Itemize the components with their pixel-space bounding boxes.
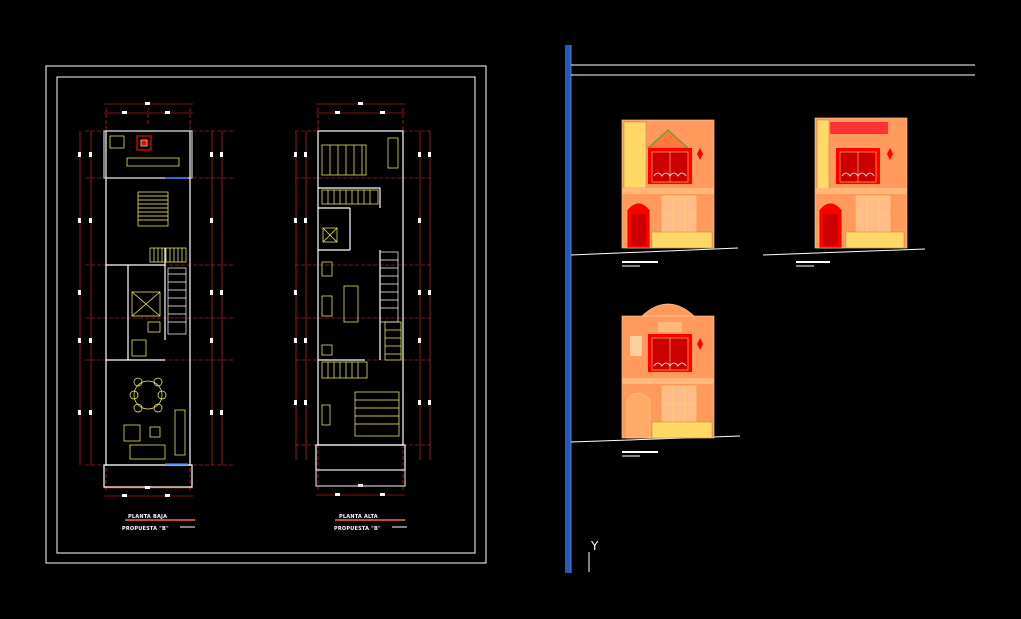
elevation-viewport[interactable]: Y: [565, 45, 975, 573]
sheet-inner-frame: [56, 76, 476, 554]
floor-plan-upper-title: PLANTA ALTA: [339, 514, 378, 520]
floor-plan-ground-subtitle: PROPUESTA "B": [122, 526, 169, 532]
sheet-outer-frame: [45, 65, 487, 564]
ucs-y-axis-label: Y: [590, 539, 599, 553]
ucs-icon: Y: [588, 539, 599, 572]
floor-plan-upper-subtitle: PROPUESTA "B": [334, 526, 381, 532]
facade-elevation-1[interactable]: [570, 119, 739, 267]
floor-plan-ground-title: PLANTA BAJA: [128, 514, 167, 520]
plan-sheet: [45, 65, 487, 564]
floor-plan-upper[interactable]: PLANTA ALTA PROPUESTA "B": [294, 102, 431, 532]
facade-elevation-2[interactable]: [762, 117, 926, 267]
facade-elevation-3[interactable]: [570, 303, 741, 457]
floor-plan-ground[interactable]: PLANTA BAJA PROPUESTA "B": [78, 102, 235, 532]
